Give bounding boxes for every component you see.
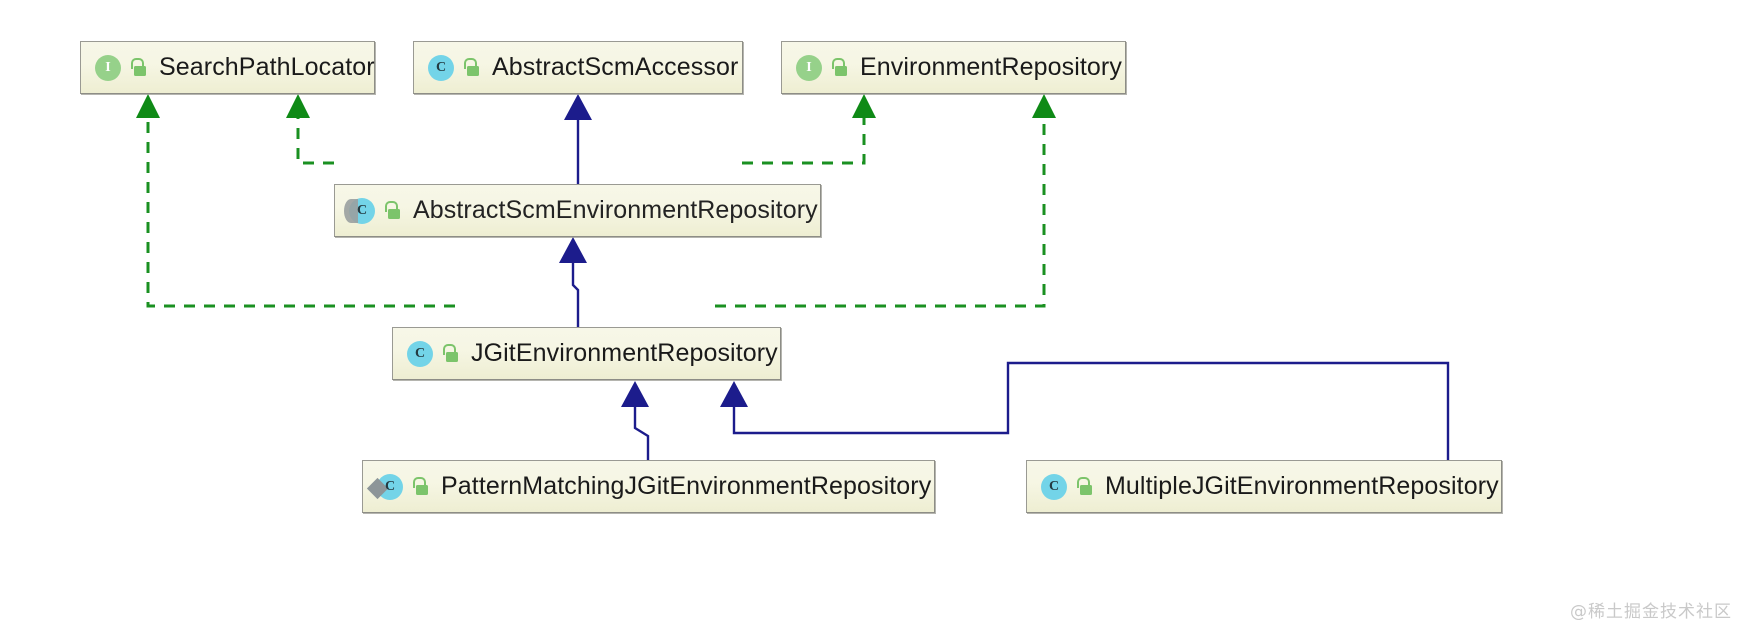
edge-aser-to-searchpathlocator	[296, 113, 334, 165]
class-node-abstractscmenvironmentrepository[interactable]: C AbstractScmEnvironmentRepository	[334, 184, 821, 237]
class-node-jgitenvironmentrepository[interactable]: C JGitEnvironmentRepository	[392, 327, 781, 380]
node-glyphs: C	[1041, 473, 1093, 500]
interface-badge-icon: I	[796, 54, 822, 81]
unlocked-padlock-icon	[412, 477, 429, 496]
node-glyphs: C	[344, 197, 401, 224]
arrowhead-extends-abstractscmaccessor	[564, 94, 592, 120]
edge-multiple-to-jgit	[732, 361, 1450, 460]
class-node-label: JGitEnvironmentRepository	[471, 339, 778, 367]
unlocked-padlock-icon	[384, 201, 401, 220]
unlocked-padlock-icon	[130, 58, 147, 77]
edge-jgit-to-environmentrepository	[715, 113, 1046, 308]
unlocked-padlock-icon	[831, 58, 848, 77]
node-glyphs: C	[407, 340, 459, 367]
edge-jgit-to-aser	[571, 260, 580, 327]
class-node-label: AbstractScmAccessor	[492, 53, 739, 81]
edge-pattern-to-jgit	[633, 407, 650, 460]
arrowhead-extends-jgit-right	[720, 381, 748, 407]
inner-class-badge-icon: C	[366, 473, 403, 500]
arrowhead-extends-aser	[559, 237, 587, 263]
arrowhead-implements-searchpathlocator-a	[136, 94, 160, 118]
class-node-searchpathlocator[interactable]: I SearchPathLocator	[80, 41, 375, 94]
arrowhead-implements-environmentrepository-a	[852, 94, 876, 118]
class-badge-icon: C	[1041, 473, 1067, 500]
node-glyphs: C	[366, 473, 429, 500]
abstract-class-badge-icon: C	[344, 197, 375, 224]
class-badge-icon: C	[407, 340, 433, 367]
unlocked-padlock-icon	[442, 344, 459, 363]
class-node-multiplejgitenvironmentrepository[interactable]: C MultipleJGitEnvironmentRepository	[1026, 460, 1502, 513]
node-glyphs: I	[796, 54, 848, 81]
edge-aser-to-environmentrepository	[742, 113, 866, 165]
class-node-label: AbstractScmEnvironmentRepository	[413, 196, 818, 224]
abstract-marker-icon	[344, 198, 358, 223]
class-node-abstractscmaccessor[interactable]: C AbstractScmAccessor	[413, 41, 743, 94]
class-node-environmentrepository[interactable]: I EnvironmentRepository	[781, 41, 1126, 94]
node-glyphs: I	[95, 54, 147, 81]
class-node-label: SearchPathLocator	[159, 53, 375, 81]
arrowhead-implements-environmentrepository-b	[1032, 94, 1056, 118]
unlocked-padlock-icon	[463, 58, 480, 77]
class-node-patternmatchingjgitenvironmentrepository[interactable]: C PatternMatchingJGitEnvironmentReposito…	[362, 460, 935, 513]
class-badge-icon: C	[428, 54, 454, 81]
watermark: @稀土掘金技术社区	[1570, 602, 1732, 622]
arrowhead-extends-jgit-left	[621, 381, 649, 407]
class-node-label: PatternMatchingJGitEnvironmentRepository	[441, 472, 932, 500]
class-node-label: MultipleJGitEnvironmentRepository	[1105, 472, 1499, 500]
class-node-label: EnvironmentRepository	[860, 53, 1122, 81]
interface-badge-icon: I	[95, 54, 121, 81]
node-glyphs: C	[428, 54, 480, 81]
edge-jgit-to-searchpathlocator	[146, 113, 455, 308]
arrowhead-implements-searchpathlocator-b	[286, 94, 310, 118]
unlocked-padlock-icon	[1076, 477, 1093, 496]
